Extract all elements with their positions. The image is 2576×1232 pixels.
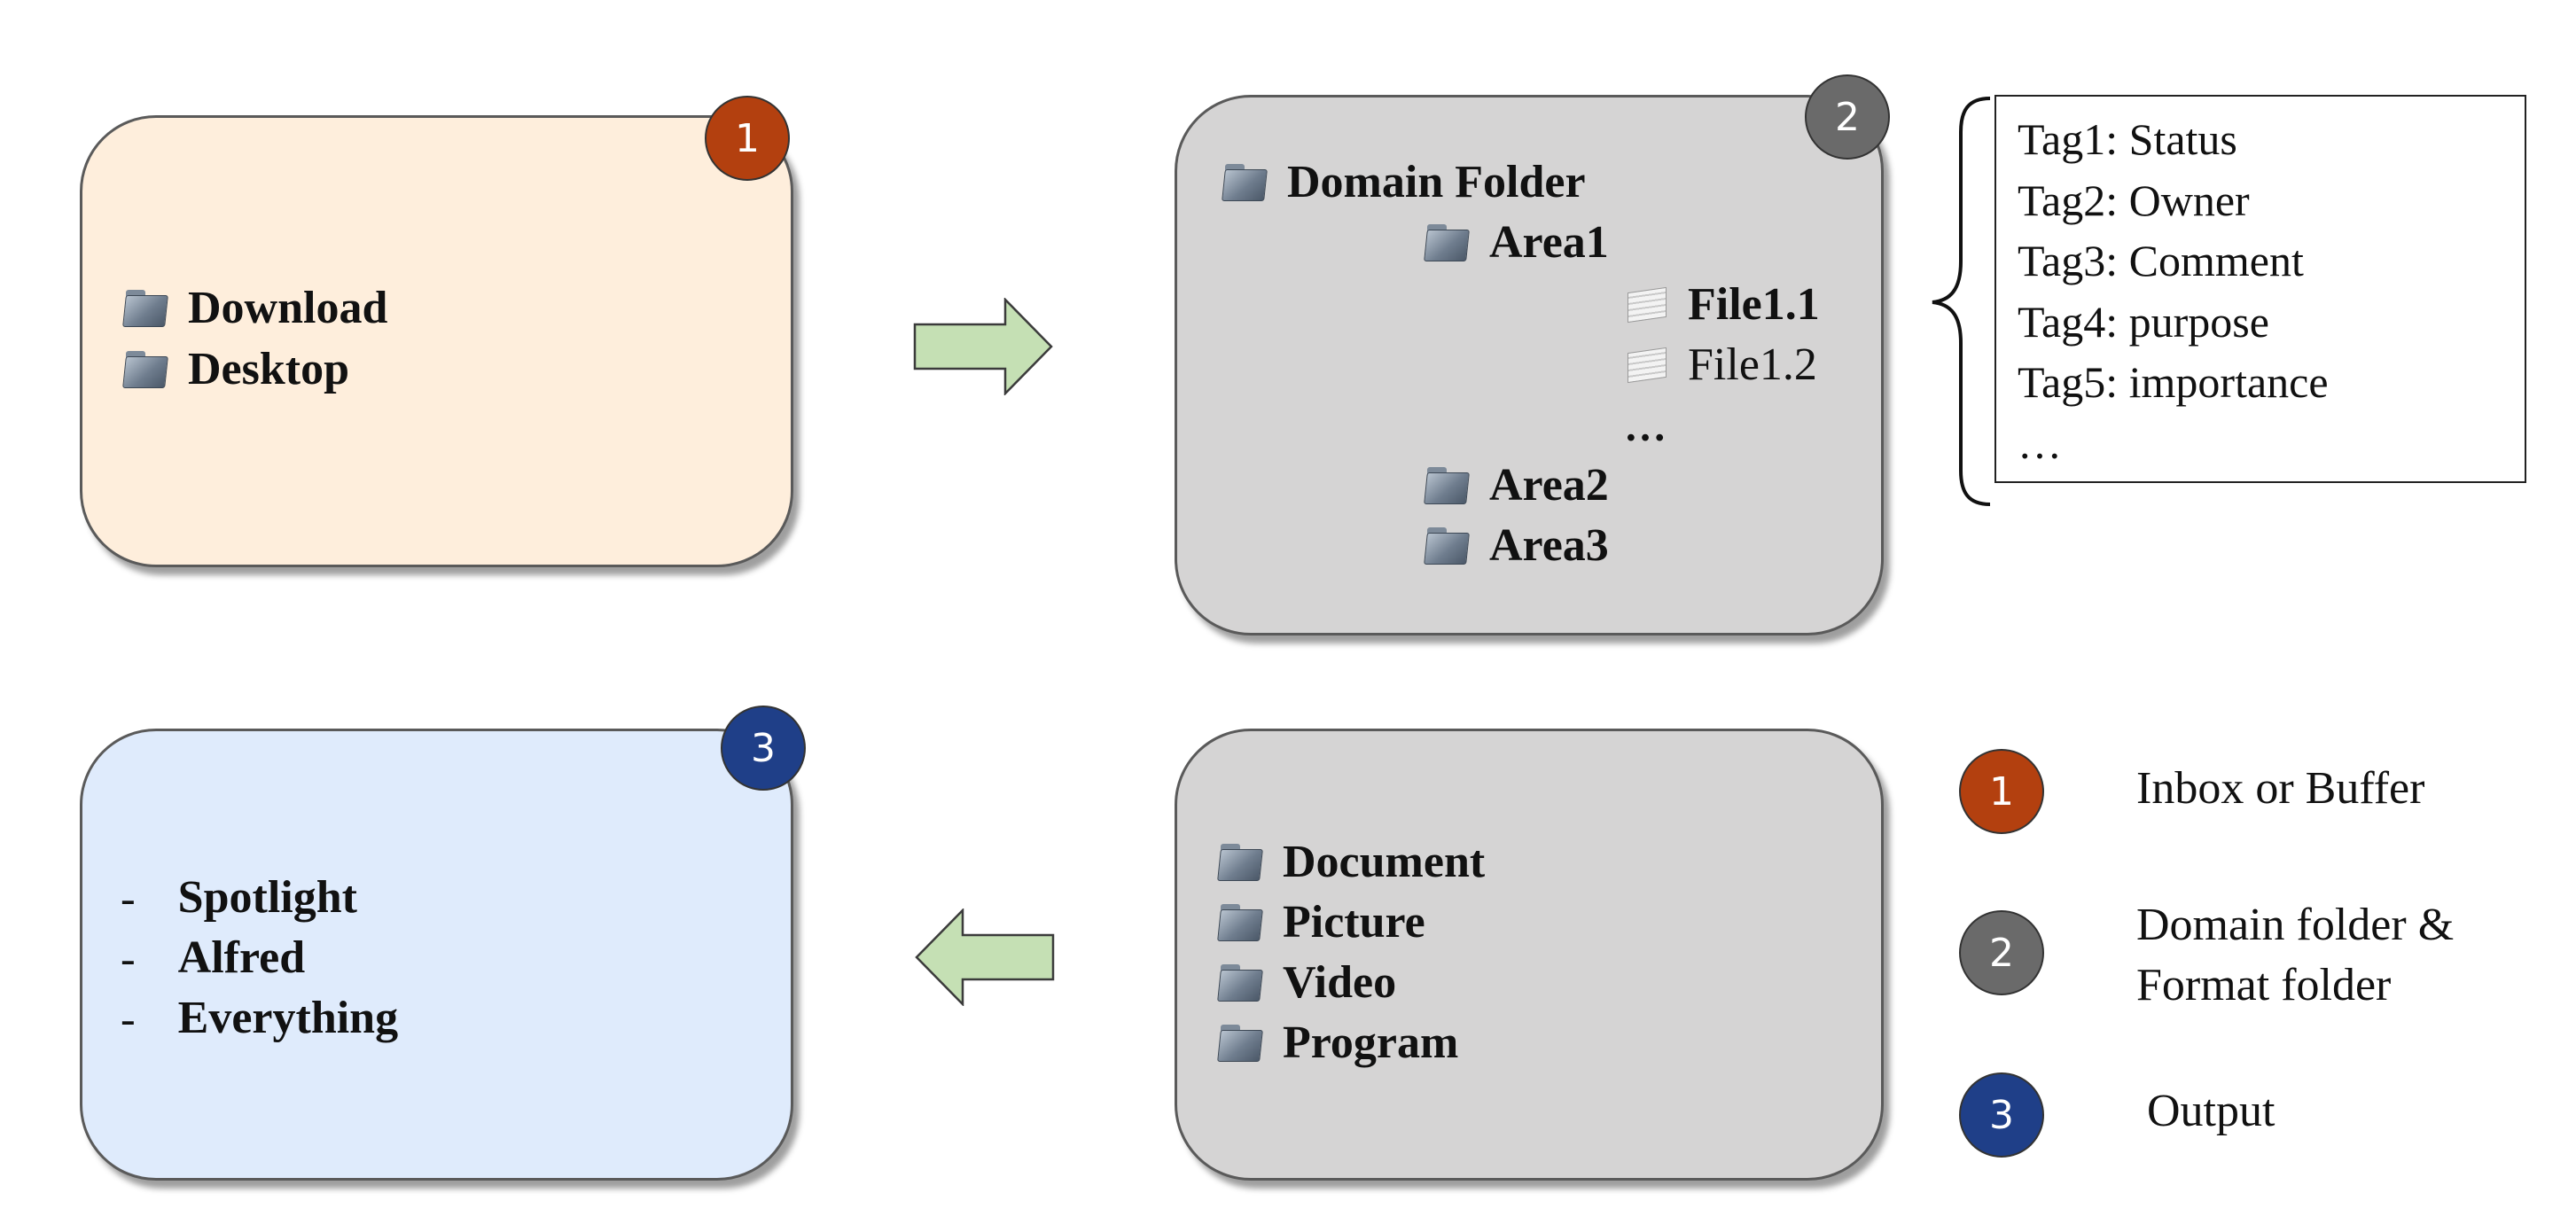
arrow-right-icon	[913, 298, 1053, 395]
folder-label: Document	[1283, 837, 1486, 887]
legend-label-output: Output	[2147, 1086, 2275, 1136]
list-label: Spotlight	[177, 872, 357, 923]
badge-3: 3	[721, 706, 806, 791]
folder-icon	[1425, 467, 1470, 504]
folder-label: Video	[1283, 957, 1397, 1008]
file-item-2: File1.2	[1624, 342, 1817, 388]
output-panel	[80, 729, 793, 1181]
domain-folder-panel	[1175, 95, 1884, 635]
file-icon	[1624, 347, 1668, 384]
tag-list-box: Tag1: Status Tag2: Owner Tag3: Comment T…	[1994, 95, 2526, 483]
folder-item-program: Program	[1219, 1020, 1458, 1066]
folder-item-area2: Area2	[1425, 463, 1609, 509]
folder-label: Domain Folder	[1287, 157, 1586, 207]
list-label: Everything	[177, 993, 399, 1043]
legend-badge-2: 2	[1959, 910, 2044, 995]
folder-label: Area1	[1489, 217, 1609, 268]
file-label: File1.2	[1688, 339, 1817, 390]
file-label: File1.1	[1688, 279, 1820, 330]
folder-item-area3: Area3	[1425, 523, 1609, 569]
legend-label-inbox: Inbox or Buffer	[2136, 763, 2425, 814]
folder-label: Download	[188, 283, 388, 333]
list-item-everything: - Everything	[121, 993, 398, 1044]
brace-icon	[1932, 97, 1991, 506]
folder-label: Area2	[1489, 460, 1609, 511]
folder-label: Area3	[1489, 520, 1609, 571]
legend-badge-1: 1	[1959, 749, 2044, 834]
format-folder-panel	[1175, 729, 1884, 1181]
folder-icon	[1425, 527, 1470, 565]
file-item-1: File1.1	[1624, 282, 1820, 328]
bullet-dash: -	[121, 933, 136, 983]
badge-2: 2	[1805, 74, 1890, 160]
tag-line: Tag5: importance	[2018, 357, 2329, 407]
folder-icon	[124, 290, 168, 327]
tag-line: Tag4: purpose	[2018, 296, 2269, 347]
legend-label-format: Format folder	[2136, 960, 2392, 1010]
folder-item-area1: Area1	[1425, 220, 1609, 266]
inbox-panel	[80, 115, 793, 567]
folder-icon	[1223, 164, 1268, 201]
legend-label-domain: Domain folder &	[2136, 900, 2455, 950]
list-item-spotlight: - Spotlight	[121, 872, 357, 924]
folder-label: Program	[1283, 1018, 1459, 1068]
folder-icon	[1219, 844, 1263, 881]
folder-item-picture: Picture	[1219, 900, 1425, 946]
folder-label: Picture	[1283, 897, 1425, 947]
tag-line: Tag1: Status	[2018, 114, 2237, 164]
arrow-left-icon	[915, 908, 1055, 1006]
legend-badge-3: 3	[1959, 1072, 2044, 1158]
tag-line: Tag2: Owner	[2018, 175, 2250, 225]
ellipsis: …	[1624, 406, 1667, 448]
file-icon	[1624, 286, 1668, 324]
badge-1: 1	[705, 96, 790, 181]
bullet-dash: -	[121, 994, 136, 1043]
folder-icon	[1425, 224, 1470, 261]
folder-label: Desktop	[188, 344, 350, 394]
folder-icon	[1219, 1025, 1263, 1062]
list-label: Alfred	[177, 932, 306, 983]
list-item-alfred: - Alfred	[121, 932, 305, 984]
ellipsis-text: …	[1624, 403, 1667, 450]
bullet-dash: -	[121, 873, 136, 923]
folder-item-desktop: Desktop	[124, 347, 349, 393]
folder-icon	[124, 351, 168, 388]
folder-icon	[1219, 904, 1263, 941]
folder-item-document: Document	[1219, 839, 1485, 885]
tag-line: Tag3: Comment	[2018, 236, 2304, 285]
folder-item-video: Video	[1219, 960, 1396, 1006]
folder-icon	[1219, 964, 1263, 1002]
tag-line: …	[2018, 417, 2062, 468]
folder-item-download: Download	[124, 285, 387, 331]
folder-item-domain: Domain Folder	[1223, 160, 1586, 206]
